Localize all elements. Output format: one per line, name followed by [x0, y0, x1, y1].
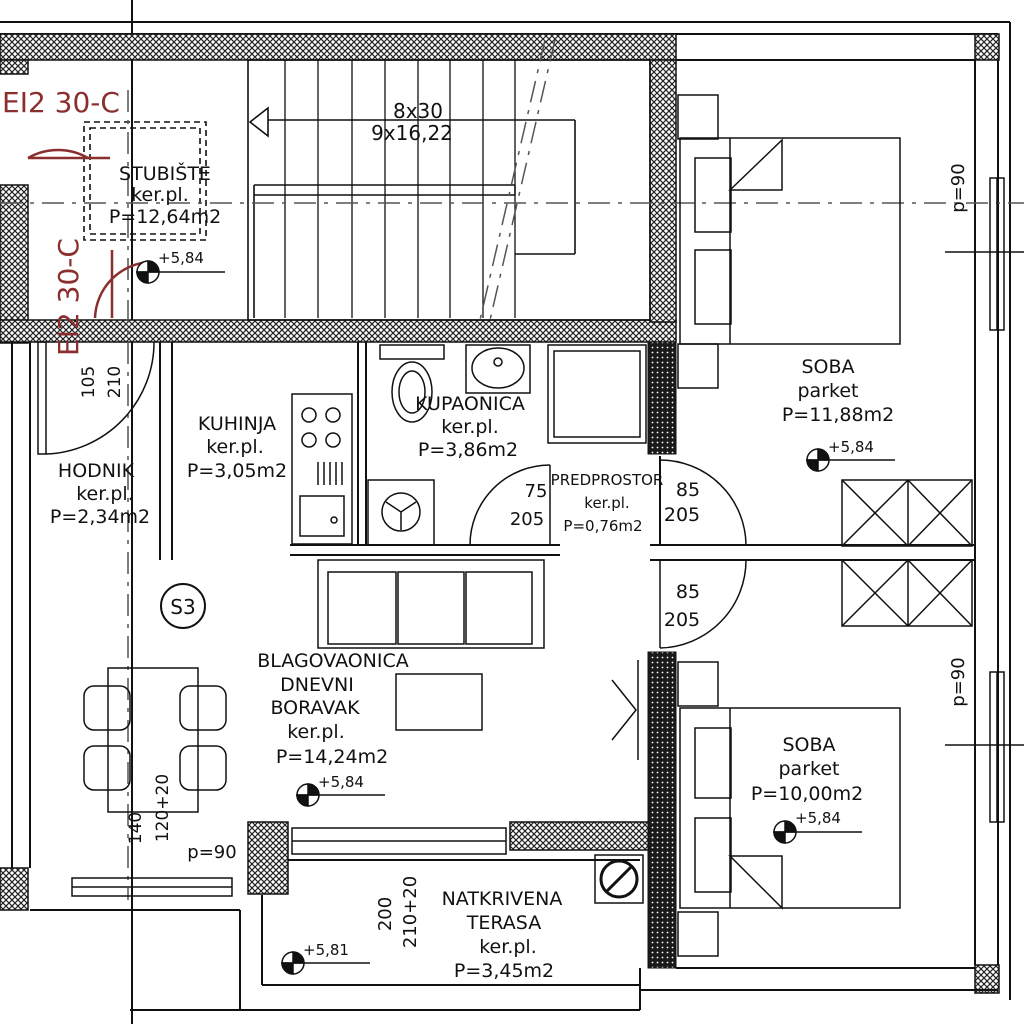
entry-door-height: 210	[105, 366, 125, 398]
kuhinja-area: P=3,05m2	[187, 460, 287, 482]
predprostor-name: PREDPROSTOR	[551, 471, 664, 489]
dnevni-floor: ker.pl.	[287, 721, 345, 743]
soba1-name: SOBA	[801, 356, 854, 378]
soba2-floor: parket	[779, 758, 840, 780]
terasa-area: P=3,45m2	[454, 960, 554, 982]
soba2-elev: +5,84	[795, 809, 841, 827]
predprostor-area: P=0,76m2	[563, 517, 642, 535]
stair-floor: ker.pl.	[131, 184, 189, 206]
dnevni-window-width: 140	[126, 812, 146, 844]
soba1-elev: +5,84	[828, 438, 874, 456]
soba2-window-label: p=90	[948, 657, 969, 706]
soba1-door-height: 205	[664, 504, 700, 526]
kupaonica-name: KUPAONICA	[415, 393, 525, 415]
kupaonica-area: P=3,86m2	[418, 439, 518, 461]
stair-name: STUBIŠTE	[119, 161, 211, 185]
hodnik-name: HODNIK	[58, 460, 135, 482]
soba2-name: SOBA	[782, 734, 835, 756]
windows	[71, 177, 1024, 897]
hodnik-floor: ker.pl.	[76, 483, 134, 505]
unit-tag-circle	[160, 583, 206, 629]
axis-lines	[0, 39, 1024, 900]
fire-door-swings	[27, 148, 151, 319]
dnevni-line1: BLAGOVAONICA	[257, 650, 409, 672]
bedroom2-furniture	[677, 661, 901, 957]
interior-doors	[469, 459, 747, 760]
masonry-walls	[647, 341, 677, 969]
labels: 8x30 9x16,22 STUBIŠTE ker.pl. P=12,64m2 …	[2, 86, 969, 982]
terasa-floor: ker.pl.	[479, 936, 537, 958]
terrace-door-height: 210+20	[400, 876, 421, 948]
stair-elev: +5,84	[158, 249, 204, 267]
stair-dims: 8x30	[393, 99, 443, 123]
soba1-window-label: p=90	[948, 163, 969, 212]
dnevni-window-height: 120+20	[153, 774, 173, 842]
staircase	[83, 59, 651, 321]
terasa-line1: NATKRIVENA	[442, 888, 563, 910]
bedroom1-furniture	[677, 94, 973, 627]
dnevni-elev: +5,84	[318, 773, 364, 791]
soba1-floor: parket	[798, 380, 859, 402]
soba1-area: P=11,88m2	[782, 404, 894, 426]
kupaonica-floor: ker.pl.	[441, 416, 499, 438]
soba1-door-width: 85	[676, 479, 700, 501]
kuhinja-floor: ker.pl.	[206, 436, 264, 458]
bath-door-height: 205	[510, 509, 544, 530]
predprostor-floor: ker.pl.	[584, 494, 629, 512]
kitchen-fixtures	[291, 393, 353, 545]
bathroom-fixtures	[367, 344, 647, 546]
terasa-line2: TERASA	[466, 912, 541, 934]
hodnik-area: P=2,34m2	[50, 506, 150, 528]
terrace-door-width: 200	[375, 897, 396, 931]
soba2-door-width: 85	[676, 581, 700, 603]
dnevni-window-label: p=90	[187, 842, 236, 863]
hatched-walls	[0, 33, 1000, 994]
stair-steps: 9x16,22	[371, 121, 453, 145]
dnevni-line2: DNEVNI	[280, 674, 354, 696]
entry-door	[37, 341, 155, 455]
entry-door-width: 105	[79, 366, 99, 398]
stair-area: P=12,64m2	[109, 206, 221, 228]
terasa-elev: +5,81	[303, 941, 349, 959]
soba2-door-height: 205	[664, 609, 700, 631]
kuhinja-name: KUHINJA	[198, 413, 276, 435]
soba2-area: P=10,00m2	[751, 783, 863, 805]
bath-door-width: 75	[525, 481, 548, 502]
fire-door-label-side: EI2 30-C	[52, 238, 85, 356]
dnevni-area: P=14,24m2	[276, 746, 388, 768]
living-furniture	[83, 559, 644, 904]
unit-tag: S3	[170, 595, 195, 619]
dnevni-line3: BORAVAK	[270, 697, 360, 719]
fire-door-label-top: EI2 30-C	[2, 86, 120, 119]
elevation-markers	[136, 260, 895, 975]
